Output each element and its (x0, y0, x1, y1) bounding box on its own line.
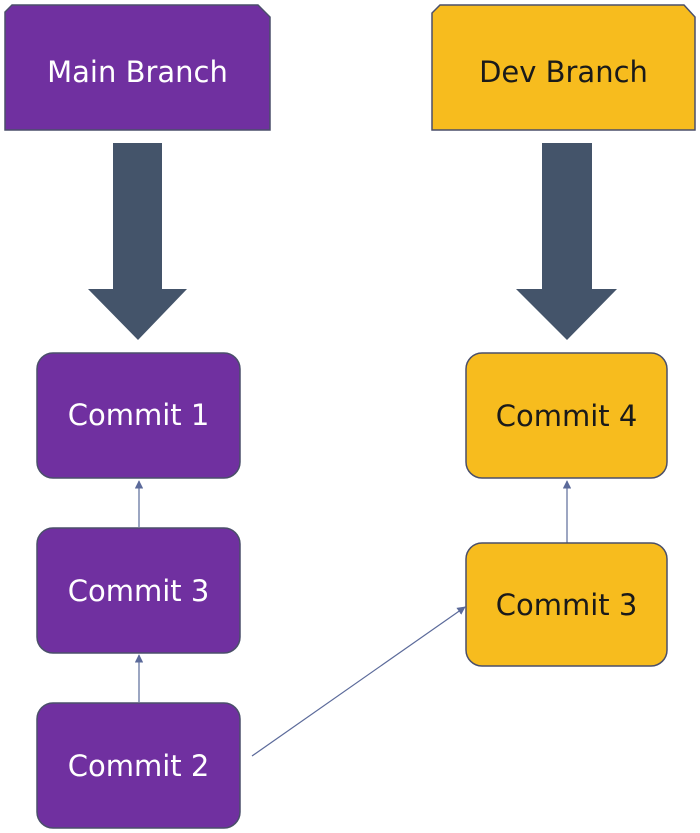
dev-branch-shape (431, 4, 696, 131)
commit-box (36, 527, 241, 654)
commit-box (36, 352, 241, 479)
main-branch-header: Main Branch (4, 4, 271, 131)
commit-node-main-2: Commit 2 (36, 702, 241, 829)
commit-node-dev-4: Commit 4 (465, 352, 668, 479)
commit-label: Commit 3 (496, 588, 638, 622)
main-branch-label: Main Branch (47, 55, 228, 89)
main-branch-pointer-arrow (88, 143, 187, 340)
dev-branch-pointer-arrow (516, 143, 617, 340)
main-branch-shape (4, 4, 271, 131)
commit-box (465, 542, 668, 667)
commit-label: Commit 2 (68, 749, 210, 783)
dev-branch-header: Dev Branch (431, 4, 696, 131)
connector-m2-to-d3 (251, 606, 466, 757)
commit-node-main-3: Commit 3 (36, 527, 241, 654)
commit-node-dev-3: Commit 3 (465, 542, 668, 667)
commit-label: Commit 1 (68, 398, 210, 432)
commit-node-main-1: Commit 1 (36, 352, 241, 479)
commit-label: Commit 3 (68, 574, 210, 608)
commit-box (36, 702, 241, 829)
commit-box (465, 352, 668, 479)
commit-label: Commit 4 (496, 399, 638, 433)
dev-branch-label: Dev Branch (479, 55, 648, 89)
